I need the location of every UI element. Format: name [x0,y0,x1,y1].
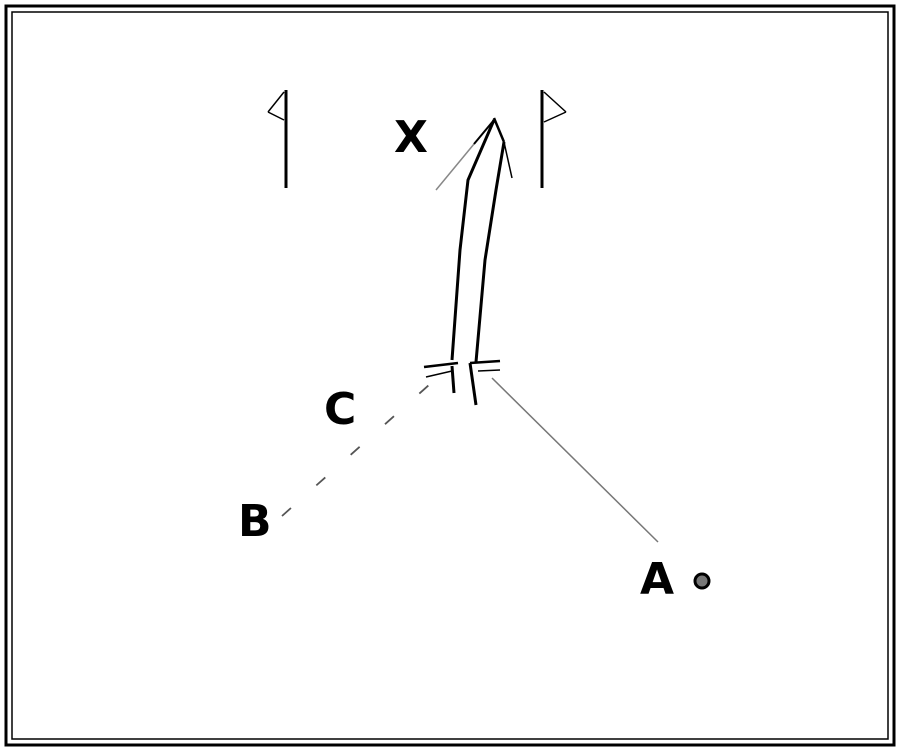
right-flag-icon [540,90,567,188]
double-arrow-up-to-x [435,117,513,363]
label-b: B [238,496,272,547]
label-c: C [324,384,356,435]
label-x: X [394,112,428,163]
line-a-to-junction [491,377,659,543]
label-a: A [640,554,674,605]
left-flag-icon [267,90,288,188]
point-a-marker [693,572,711,590]
dashed-line-b-to-c [281,367,449,517]
diagram-frame [4,4,896,747]
junction-marks [423,359,501,406]
